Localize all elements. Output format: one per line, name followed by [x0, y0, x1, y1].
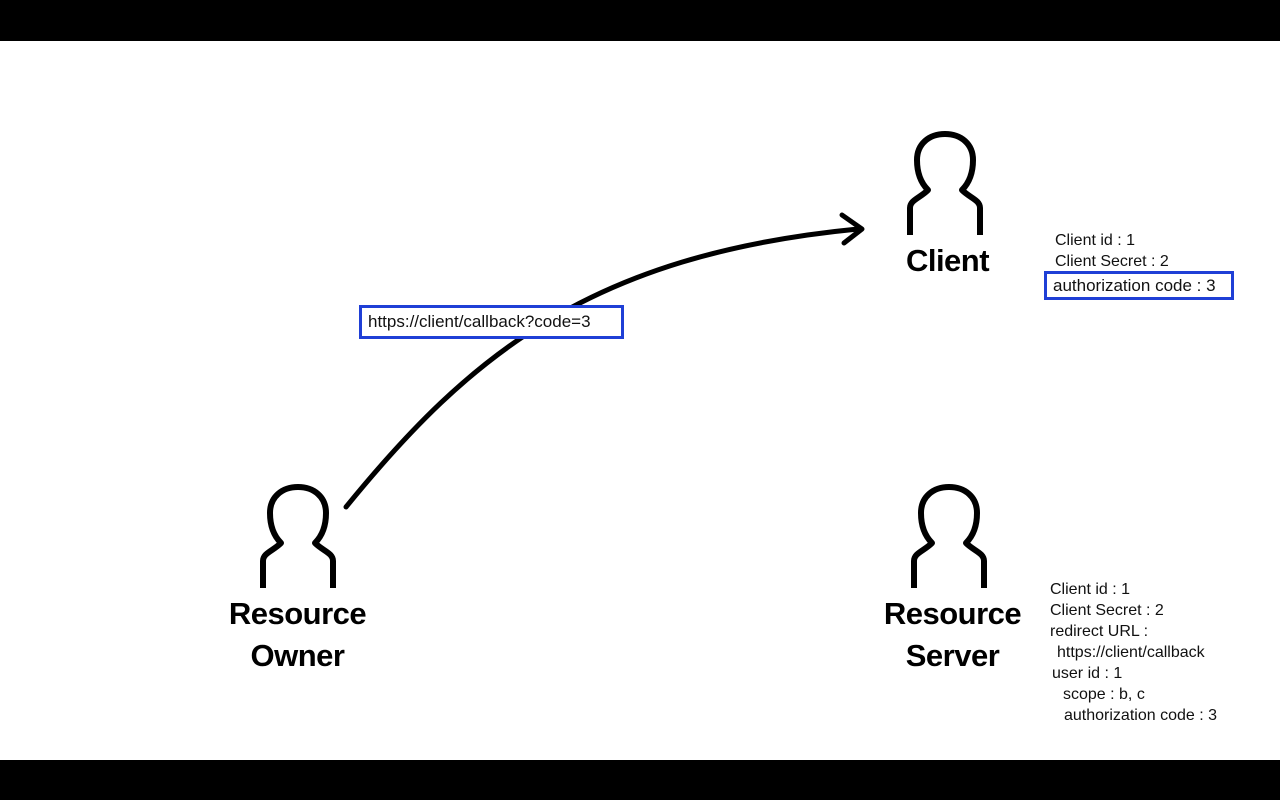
resource-owner-person-icon — [253, 483, 343, 593]
resource-owner-label-line1: Resource — [228, 596, 367, 631]
client-info-client-id: Client id : 1 — [1055, 232, 1136, 249]
letterbox-top — [0, 0, 1280, 41]
resource-server-info-panel: Client id : 1 Client Secret : 2 redirect… — [1050, 579, 1217, 726]
server-info-user-id: user id : 1 — [1052, 665, 1123, 682]
server-info-redirect-url-value: https://client/callback — [1057, 644, 1205, 661]
letterbox-bottom — [0, 760, 1280, 800]
server-info-scope: scope : b, c — [1063, 686, 1145, 703]
server-info-client-secret: Client Secret : 2 — [1050, 602, 1164, 619]
server-info-authorization-code: authorization code : 3 — [1064, 707, 1217, 724]
client-info-panel: Client id : 1 Client Secret : 2 — [1055, 230, 1169, 272]
resource-server-label-line1: Resource — [883, 596, 1022, 631]
client-authorization-code-highlight: authorization code : 3 — [1044, 271, 1234, 300]
resource-server-label-line2: Server — [905, 638, 1000, 673]
client-info-client-secret: Client Secret : 2 — [1055, 253, 1169, 270]
resource-server-label: Resource Server — [860, 593, 1045, 677]
resource-owner-label: Resource Owner — [205, 593, 390, 677]
resource-owner-label-line2: Owner — [250, 638, 345, 673]
server-info-client-id: Client id : 1 — [1050, 581, 1131, 598]
client-label: Client — [905, 243, 990, 278]
resource-server-person-icon — [904, 483, 994, 593]
server-info-redirect-url-label: redirect URL : — [1050, 623, 1149, 640]
client-person-icon — [900, 130, 990, 240]
redirect-url-label: https://client/callback?code=3 — [359, 305, 624, 339]
